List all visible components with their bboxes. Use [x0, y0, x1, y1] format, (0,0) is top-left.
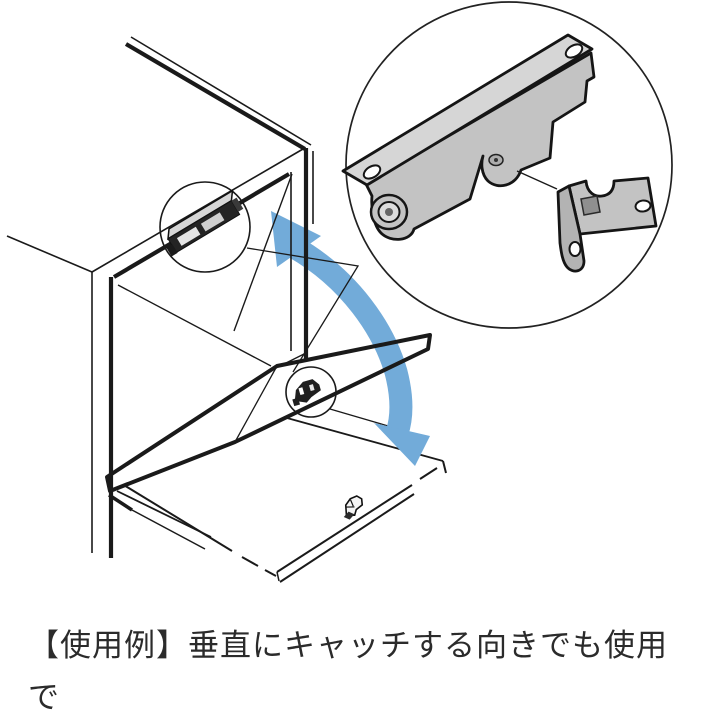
caption-line-1: 【使用例】垂直にキャッチする向きでも使用で [28, 628, 668, 713]
strike-plate-on-open-door-icon [343, 495, 364, 520]
screw-hole-icon [634, 199, 652, 213]
detail-view [341, 1, 673, 329]
roller-catch-detail [341, 33, 596, 241]
leader-lines [246, 247, 360, 373]
door-fully-open [108, 408, 447, 583]
detail-leader-line [516, 170, 558, 190]
cabinet-body [6, 36, 314, 558]
strike-plate-detail [556, 176, 658, 273]
caption: 【使用例】垂直にキャッチする向きでも使用で きます。 [28, 620, 698, 713]
strike-on-door-icon [292, 379, 321, 407]
catch-on-cabinet-icon [166, 189, 244, 257]
screw-hole-icon [564, 43, 584, 59]
screw-hole-icon [568, 241, 582, 257]
magnifier-circle-catch-icon [159, 181, 251, 273]
swing-motion-arrow-icon [271, 211, 430, 466]
screw-hole-icon [362, 164, 382, 180]
magnifier-circle-strike-icon [285, 366, 337, 418]
door-mid-swing-face [107, 335, 430, 491]
